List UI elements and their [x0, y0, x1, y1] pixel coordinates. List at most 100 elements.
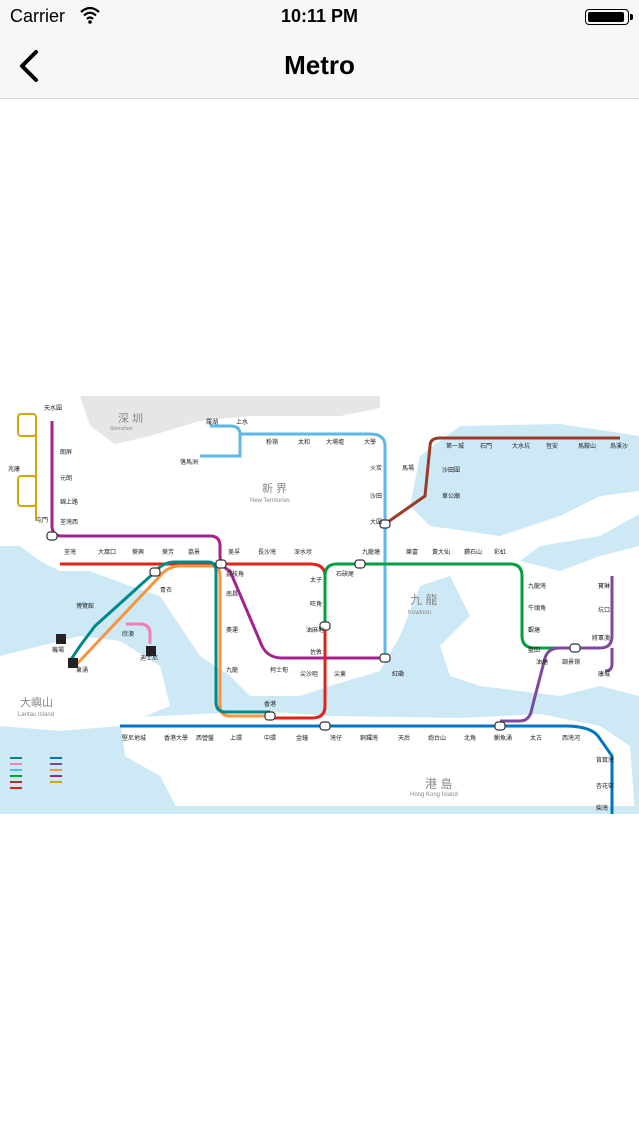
station-kwun-tong[interactable]: 觀塘 — [528, 626, 540, 634]
region-kowloon-en: Kowloon — [408, 610, 431, 616]
station-tai-shui-hang[interactable]: 大水坑 — [512, 442, 530, 450]
station-ma-on-shan[interactable]: 馬鞍山 — [578, 442, 596, 450]
station-mei-foo[interactable]: 美孚 — [228, 548, 240, 556]
station-city-one[interactable]: 第一城 — [446, 442, 464, 450]
airport-express-line — [68, 560, 270, 714]
station-university[interactable]: 大學 — [364, 438, 376, 446]
station-tiu-keng-leng[interactable]: 調景嶺 — [562, 658, 580, 666]
station-sha-tin[interactable]: 沙田 — [370, 493, 382, 500]
station-heng-on[interactable]: 恆安 — [546, 442, 558, 450]
station-austin[interactable]: 柯士甸 — [270, 666, 288, 674]
station-wu-kai-sha[interactable]: 烏溪沙 — [610, 442, 628, 450]
station-jordan[interactable]: 佐敦 — [310, 648, 322, 656]
station-lok-ma-chau[interactable]: 落馬洲 — [180, 458, 198, 466]
station-sheung-shui[interactable]: 上水 — [236, 418, 248, 426]
station-tsing-yi[interactable]: 青衣 — [160, 586, 172, 594]
station-tuen-mun[interactable]: 屯門 — [36, 516, 48, 524]
station-sunny-bay[interactable]: 欣澳 — [122, 630, 134, 638]
station-tai-koo[interactable]: 太古 — [530, 734, 542, 742]
station-fo-tan[interactable]: 火炭 — [370, 465, 382, 472]
station-lohas-park[interactable]: 康城 — [598, 670, 610, 678]
station-asiaworld[interactable]: 博覽館 — [76, 602, 94, 610]
station-kam-sheung-road[interactable]: 錦上路 — [60, 498, 78, 506]
metro-map-svg[interactable]: 深 圳 Shenzhen 新 界 New Territories 九 龍 Kow… — [0, 396, 639, 816]
station-sha-tin-wai[interactable]: 沙田圍 — [442, 467, 460, 474]
station-shau-kei-wan[interactable]: 筲箕灣 — [596, 756, 614, 764]
station-heng-fa-chuen[interactable]: 杏花邨 — [596, 782, 614, 790]
station-siu-hong[interactable]: 兆康 — [8, 465, 20, 473]
station-racecourse[interactable]: 馬場 — [402, 464, 414, 472]
station-tai-po-market[interactable]: 大埔墟 — [326, 438, 344, 446]
station-chai-wan[interactable]: 柴灣 — [596, 804, 608, 812]
station-wan-chai[interactable]: 灣仔 — [330, 734, 342, 742]
station-tai-wo[interactable]: 太和 — [298, 438, 310, 446]
land-shenzhen — [80, 396, 380, 444]
station-kwai-hing[interactable]: 葵興 — [132, 548, 144, 556]
station-kennedy-town[interactable]: 堅尼地城 — [122, 734, 146, 742]
station-tin-shui-wai[interactable]: 天水圍 — [44, 404, 62, 412]
station-tung-chung[interactable]: 東涌 — [76, 666, 88, 674]
station-kwai-fong[interactable]: 葵芳 — [162, 548, 174, 556]
station-tsuen-wan[interactable]: 荃灣 — [64, 548, 76, 556]
station-airport[interactable]: 機場 — [52, 646, 64, 654]
station-lok-fu[interactable]: 樂富 — [406, 548, 418, 556]
station-prince-edward[interactable]: 太子 — [310, 576, 322, 584]
station-disneyland[interactable]: 迪士尼 — [140, 654, 158, 662]
station-choi-hung[interactable]: 彩虹 — [494, 548, 506, 556]
back-chevron-icon[interactable] — [12, 46, 52, 86]
station-yuen-long[interactable]: 元朗 — [60, 474, 72, 482]
station-sham-shui-po[interactable]: 深水埗 — [294, 548, 312, 556]
east-rail-line — [210, 424, 387, 658]
metro-map[interactable]: 深 圳 Shenzhen 新 界 New Territories 九 龍 Kow… — [0, 396, 639, 816]
station-east-tst[interactable]: 尖東 — [334, 670, 346, 678]
station-lo-wu[interactable]: 羅湖 — [206, 418, 218, 426]
station-kowloon[interactable]: 九龍 — [226, 666, 238, 674]
station-shek-mun[interactable]: 石門 — [480, 443, 492, 450]
station-shek-kip-mei[interactable]: 石硤尾 — [336, 570, 354, 578]
land-lantau — [0, 636, 170, 731]
station-olympic[interactable]: 奧運 — [226, 626, 238, 634]
station-tseung-kwan-o[interactable]: 將軍澳 — [592, 634, 610, 642]
station-wong-tai-sin[interactable]: 黃大仙 — [432, 548, 450, 556]
station-quarry-bay[interactable]: 鰂魚涌 — [494, 734, 512, 742]
station-tsuen-wan-west[interactable]: 荃灣西 — [60, 518, 78, 526]
station-sheung-wan[interactable]: 上環 — [230, 734, 242, 742]
station-admiralty[interactable]: 金鐘 — [296, 734, 308, 742]
station-nam-cheong[interactable]: 南昌 — [226, 590, 238, 598]
station-fanling[interactable]: 粉嶺 — [266, 438, 278, 446]
region-hk-island: 港 島 — [425, 776, 452, 791]
station-po-lam[interactable]: 寶琳 — [598, 582, 610, 590]
station-hung-hom[interactable]: 紅磡 — [392, 670, 404, 678]
station-fortress-hill[interactable]: 炮台山 — [428, 734, 446, 742]
station-lam-tin[interactable]: 藍田 — [528, 646, 540, 654]
station-long-ping[interactable]: 朗屏 — [60, 448, 72, 456]
land-new-territories — [0, 396, 639, 696]
station-hang-hau[interactable]: 坑口 — [598, 606, 610, 614]
station-sai-wan-ho[interactable]: 西灣河 — [562, 734, 580, 742]
station-tsim-sha-tsui[interactable]: 尖沙咀 — [300, 670, 318, 678]
station-che-kung-temple[interactable]: 車公廟 — [442, 492, 460, 500]
station-lai-king[interactable]: 荔景 — [188, 548, 200, 556]
map-legend — [10, 757, 62, 789]
station-kowloon-bay[interactable]: 九龍灣 — [528, 582, 546, 590]
light-rail-line — [17, 413, 37, 521]
region-lantau: 大嶼山 — [20, 695, 53, 709]
station-ngau-tau-kok[interactable]: 牛頭角 — [528, 604, 546, 612]
station-tin-hau[interactable]: 天后 — [398, 734, 410, 742]
disneyland-icon — [146, 646, 156, 656]
station-diamond-hill[interactable]: 鑽石山 — [464, 548, 482, 556]
station-kowloon-tong[interactable]: 九龍塘 — [362, 548, 380, 556]
station-sai-ying-pun[interactable]: 西營盤 — [196, 734, 214, 742]
station-lai-chi-kok[interactable]: 荔枝角 — [226, 570, 244, 578]
station-yau-ma-tei[interactable]: 油麻地 — [306, 626, 324, 634]
station-hong-kong[interactable]: 香港 — [264, 700, 276, 708]
station-north-point[interactable]: 北角 — [464, 734, 476, 742]
station-central[interactable]: 中環 — [264, 734, 276, 742]
station-hku[interactable]: 香港大學 — [164, 734, 188, 742]
station-cheung-sha-wan[interactable]: 長沙灣 — [258, 548, 276, 556]
station-causeway-bay[interactable]: 銅鑼灣 — [360, 734, 378, 742]
station-tai-wai[interactable]: 大圍 — [370, 518, 382, 526]
station-yau-tong[interactable]: 油塘 — [536, 658, 548, 666]
station-tai-wo-hau[interactable]: 大窩口 — [98, 548, 116, 556]
station-mong-kok[interactable]: 旺角 — [310, 600, 322, 608]
